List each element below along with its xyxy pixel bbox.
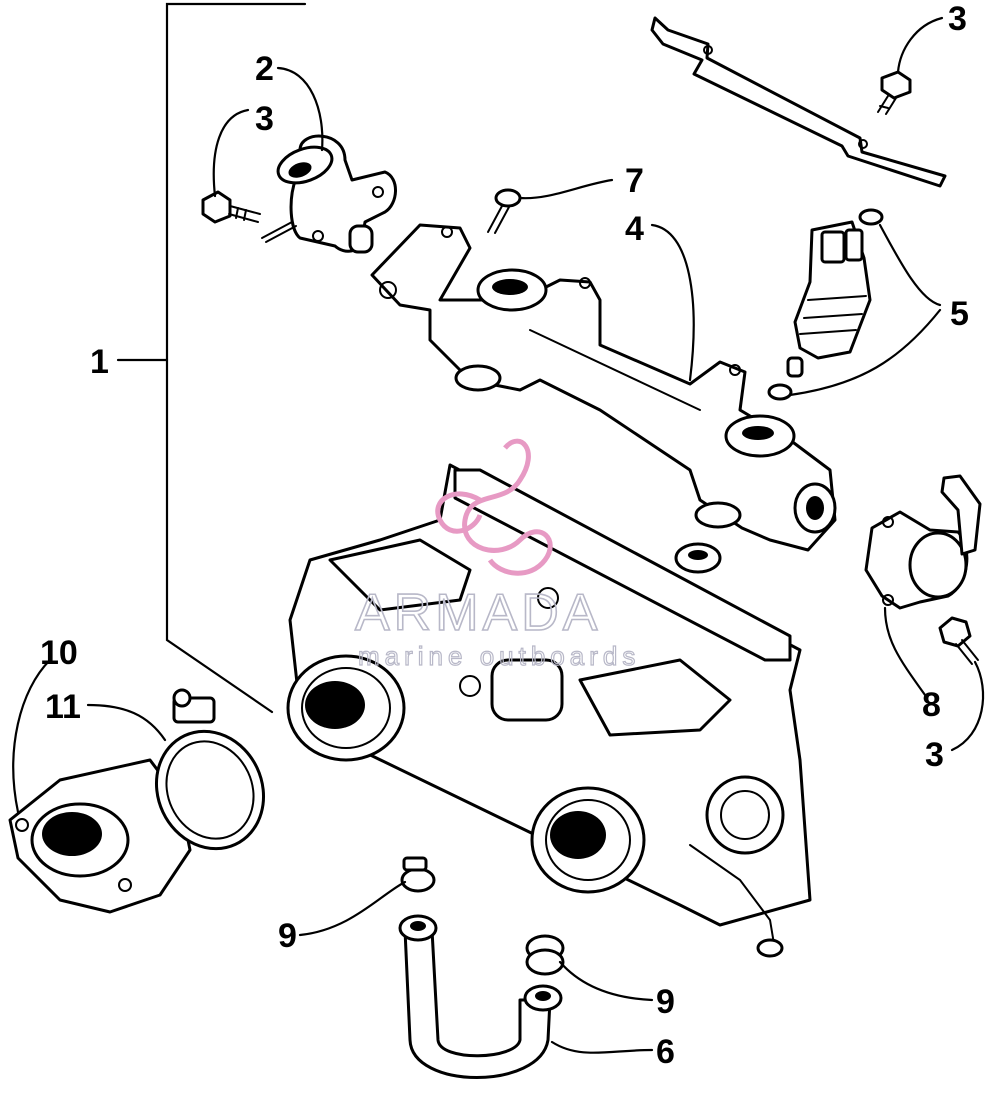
watermark-brand: ARMADA — [355, 584, 601, 642]
callout-3-bottom: 3 — [925, 736, 944, 774]
callout-3-left: 3 — [255, 100, 274, 138]
small-clamp-left — [400, 856, 436, 893]
bolt-left — [201, 190, 261, 224]
callout-2: 2 — [255, 50, 274, 88]
callout-10: 10 — [40, 634, 78, 672]
callout-11: 11 — [45, 688, 81, 726]
callout-labels: 1 2 3 3 4 5 7 8 3 10 11 9 9 6 — [40, 0, 969, 1071]
position-sensor — [864, 474, 982, 610]
u-hose — [398, 914, 563, 1079]
bolt-top-right — [877, 70, 912, 115]
fuel-rail — [370, 223, 837, 552]
fuel-injector — [786, 220, 872, 378]
bolt-right — [938, 616, 979, 665]
watermark-logo-icon — [435, 438, 553, 576]
intake-adapter — [8, 758, 192, 914]
screw-7 — [487, 188, 522, 234]
seal-washer — [674, 542, 722, 574]
callout-9-right: 9 — [656, 983, 675, 1021]
callout-1: 1 — [90, 343, 109, 381]
watermark-tagline: marine outboards — [358, 641, 640, 671]
callout-7: 7 — [625, 162, 644, 200]
mounting-plate — [650, 16, 947, 188]
watermark: ARMADA marine outboards — [354, 438, 640, 672]
callout-8: 8 — [922, 686, 941, 724]
throttle-body-assembly — [286, 463, 812, 958]
callout-9-left: 9 — [278, 917, 297, 955]
o-rings — [767, 208, 884, 401]
small-clamp-right — [525, 934, 565, 976]
assembly-bracket-1 — [116, 2, 307, 714]
callout-4: 4 — [625, 210, 644, 248]
callout-6: 6 — [656, 1033, 675, 1071]
hose-clamp — [154, 688, 266, 851]
leader-lines — [12, 16, 985, 1054]
callout-3-top: 3 — [948, 0, 967, 38]
pressure-regulator — [261, 134, 397, 254]
callout-5: 5 — [950, 295, 969, 333]
